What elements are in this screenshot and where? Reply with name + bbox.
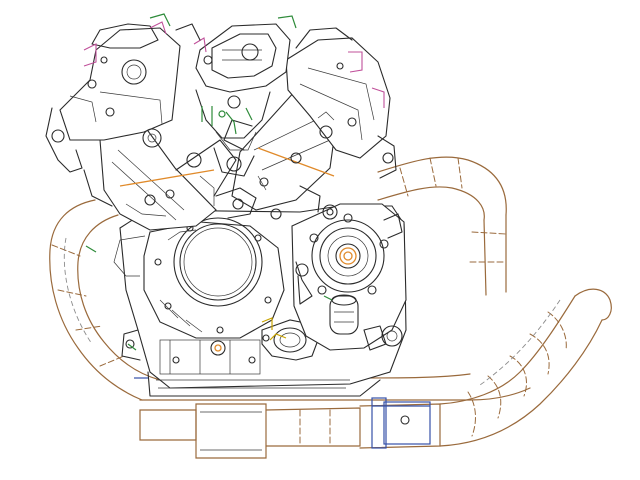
- water-pump: [309, 204, 403, 295]
- left-cylinder-head: [45, 21, 181, 207]
- front-exhaust-header: [49, 199, 161, 401]
- clutch-cover: [291, 203, 407, 351]
- exhaust-outlet: [439, 288, 612, 447]
- alternator-cover: [143, 217, 285, 339]
- lower-case-details: [159, 339, 261, 375]
- collector-pipe: [139, 373, 531, 459]
- left-cylinder: [99, 119, 237, 231]
- v-valley-details: [199, 175, 287, 341]
- right-cylinder-head: [285, 27, 397, 179]
- hose-fittings: [85, 110, 333, 379]
- rear-exhaust-header: [377, 156, 507, 296]
- throttle-body: [149, 13, 297, 93]
- intake-manifold: [195, 89, 271, 177]
- exhaust-clamp: [371, 397, 431, 449]
- thermostat-housing: [329, 294, 403, 351]
